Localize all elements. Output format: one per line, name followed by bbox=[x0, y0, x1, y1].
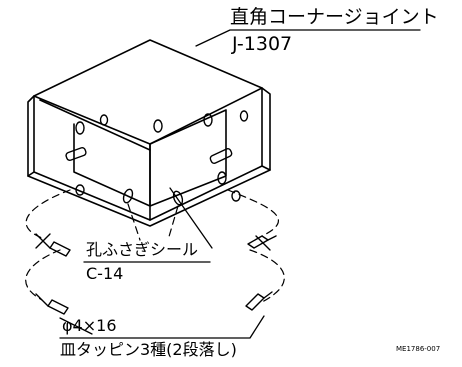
screw-icon bbox=[35, 233, 277, 315]
screw-size-label: φ4×16 bbox=[62, 316, 117, 335]
part-name-label: 直角コーナージョイント bbox=[230, 6, 439, 28]
assembly-dashed-lines bbox=[25, 189, 285, 303]
screw-type-label: 皿タッピン3種(2段落し) bbox=[60, 340, 237, 359]
part-code-label: J-1307 bbox=[232, 33, 293, 55]
bracket-holes bbox=[65, 110, 249, 202]
cap-name-label: 孔ふさぎシール bbox=[86, 240, 199, 259]
hole-cap-targets bbox=[122, 188, 184, 206]
corner-joint-bracket bbox=[27, 39, 271, 227]
figure-id-label: ME1786-007 bbox=[396, 345, 441, 353]
cap-code-label: C-14 bbox=[86, 264, 124, 283]
leader-lines bbox=[59, 29, 421, 339]
